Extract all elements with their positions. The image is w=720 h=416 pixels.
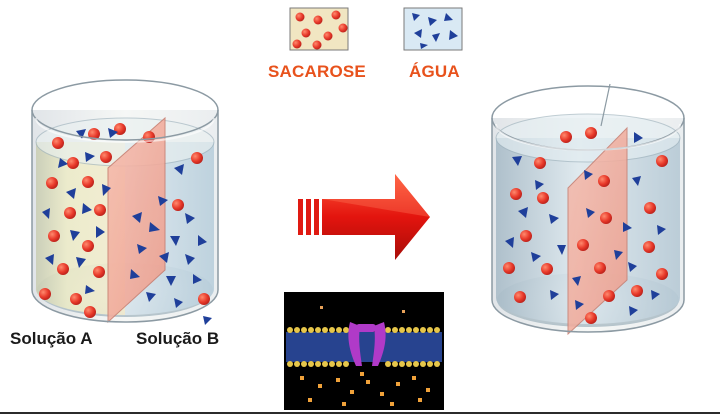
water-particle: [414, 29, 422, 38]
sucrose-particle: [331, 10, 341, 20]
sucrose-particle: [323, 31, 333, 41]
water-particle: [444, 13, 453, 21]
water-particle: [428, 17, 437, 26]
semipermeable-membrane: [567, 126, 628, 336]
sucrose-particle: [313, 15, 323, 25]
beaker-final: [491, 83, 685, 336]
sucrose-particle: [312, 40, 322, 50]
sucrose-particle: [338, 23, 348, 33]
final-particles: [503, 127, 668, 324]
sucrose-particle: [301, 28, 311, 38]
process-arrow-icon: [298, 174, 430, 260]
solution-a-label: Solução A: [10, 329, 93, 348]
beaker-initial: [31, 79, 219, 325]
water-particle: [449, 30, 458, 40]
sucrose-particle: [295, 12, 305, 22]
solution-b-particles: [130, 131, 212, 325]
legend: [289, 7, 463, 51]
sucrose-particle: [292, 39, 302, 49]
solution-b-label: Solução B: [136, 329, 220, 348]
water-particle: [420, 43, 428, 49]
sucrose-legend-label: SACAROSE: [268, 62, 366, 81]
solution-a-particles: [39, 123, 126, 318]
water-legend-label: ÁGUA: [409, 62, 460, 81]
bottom-border: [0, 412, 720, 414]
sucrose-legend-swatch: [289, 7, 349, 51]
water-particle: [432, 33, 440, 42]
water-legend-swatch: [403, 7, 463, 51]
water-particle: [412, 13, 420, 21]
lipid-bilayer-inset: [284, 292, 444, 410]
